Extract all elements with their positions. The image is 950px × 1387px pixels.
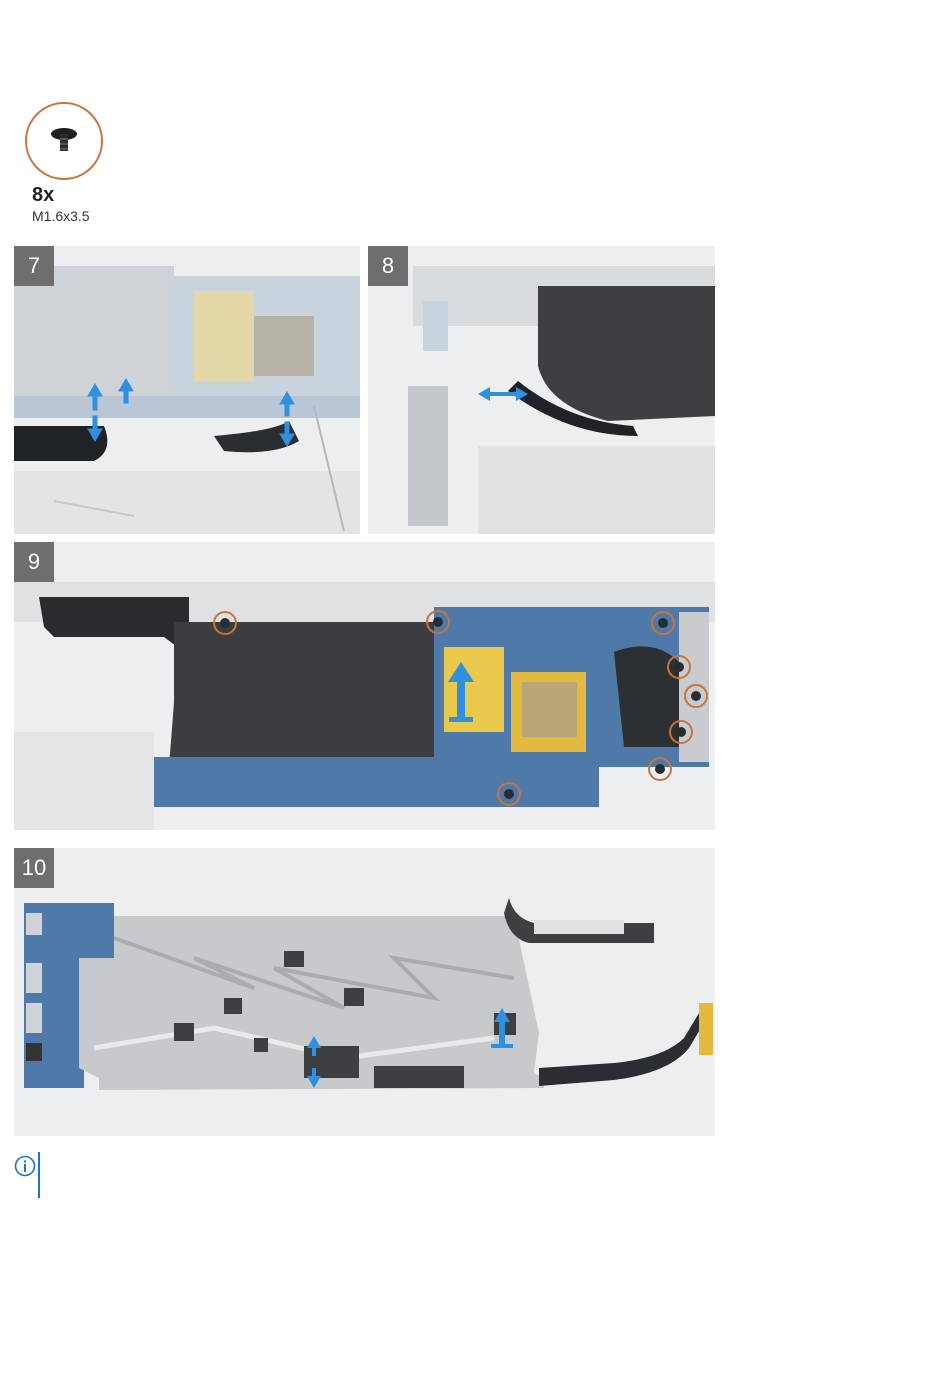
screw-icon bbox=[27, 104, 101, 178]
step-number: 7 bbox=[14, 246, 54, 286]
step-9-panel: 9 bbox=[14, 542, 715, 830]
system-board-screws-illustration bbox=[14, 542, 715, 830]
note-divider bbox=[38, 1152, 40, 1198]
cable-disconnect-illustration bbox=[14, 246, 360, 534]
step-number: 8 bbox=[368, 246, 408, 286]
step-8-panel: 8 bbox=[368, 246, 715, 534]
step-7-panel: 7 bbox=[14, 246, 360, 534]
info-icon bbox=[14, 1155, 36, 1177]
step-number: 9 bbox=[14, 542, 54, 582]
system-board-removal-illustration bbox=[14, 848, 715, 1136]
step-10-panel: 10 bbox=[14, 848, 715, 1136]
screw-size: M1.6x3.5 bbox=[32, 208, 90, 224]
screw-badge bbox=[25, 102, 103, 180]
cable-disconnect-illustration bbox=[368, 246, 715, 534]
screw-quantity: 8x bbox=[32, 184, 54, 207]
step-number: 10 bbox=[14, 848, 54, 888]
